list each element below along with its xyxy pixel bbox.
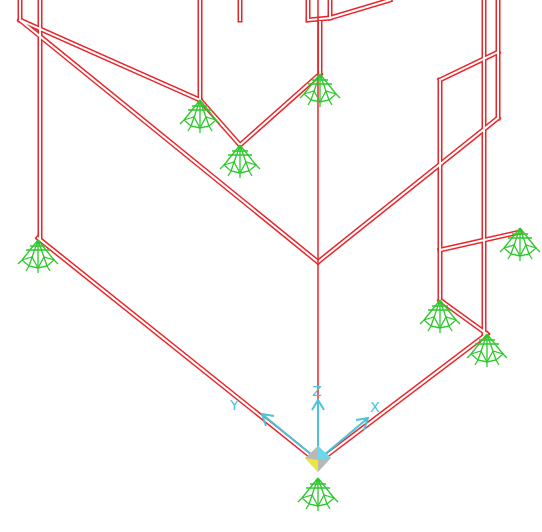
axis-label: Y	[230, 398, 239, 412]
axis-label: Z	[312, 384, 322, 398]
axis-label: X	[370, 400, 380, 414]
